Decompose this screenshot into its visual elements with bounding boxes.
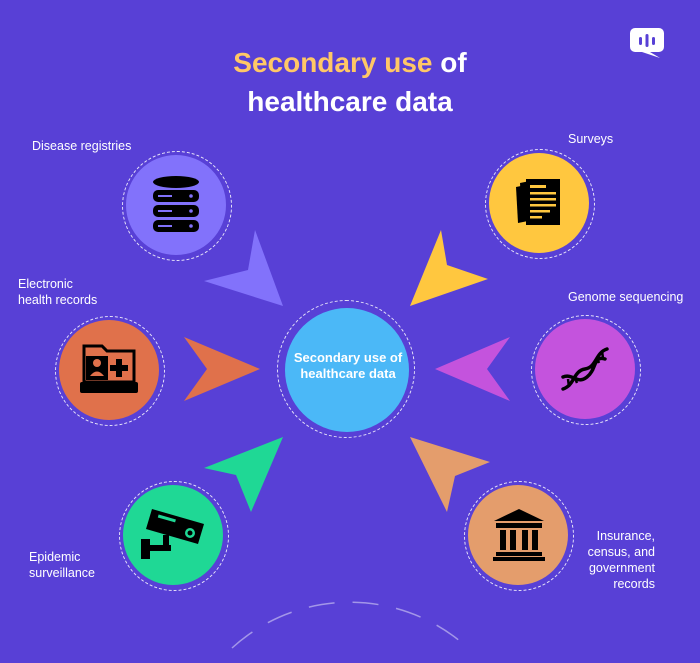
ring-surveys [485,149,595,259]
label-insurance: Insurance, census, and government record… [587,529,655,591]
medical-folder-icon [80,344,138,393]
decorative-arc [231,601,469,649]
ring-insurance [464,481,574,591]
arrow-insurance [410,437,490,512]
center-circle [285,308,409,432]
node-ehr [59,320,159,420]
title-rest: of [432,47,467,78]
page-title-line1: Secondary use of [0,44,700,82]
label-surveys: Surveys [568,132,614,146]
database-icon [153,176,199,232]
ring-epidemic [119,481,229,591]
dna-icon [561,347,609,391]
page-title-line2: healthcare data [247,86,453,117]
label-disease-registries: Disease registries [32,139,132,153]
government-building-icon [493,509,545,561]
center-ring [277,300,415,438]
arrow-ehr [184,337,260,401]
title-highlight: Secondary use [233,47,433,78]
chat-bubble-logo-icon [630,28,664,58]
cctv-camera-icon [141,509,204,559]
arrow-genome [435,337,510,401]
ring-ehr [55,316,165,426]
arrow-epidemic [204,437,283,512]
documents-icon [516,179,560,225]
label-ehr: Electronic health records [18,277,98,307]
ring-genome [531,315,641,425]
node-insurance [468,485,568,585]
label-genome: Genome sequencing [568,290,684,304]
ring-disease-registries [122,151,232,261]
arrow-surveys [410,230,488,306]
arrow-disease-registries [204,230,283,306]
center-label: Secondary use of healthcare data [293,350,403,381]
label-epidemic: Epidemic surveillance [29,550,96,580]
